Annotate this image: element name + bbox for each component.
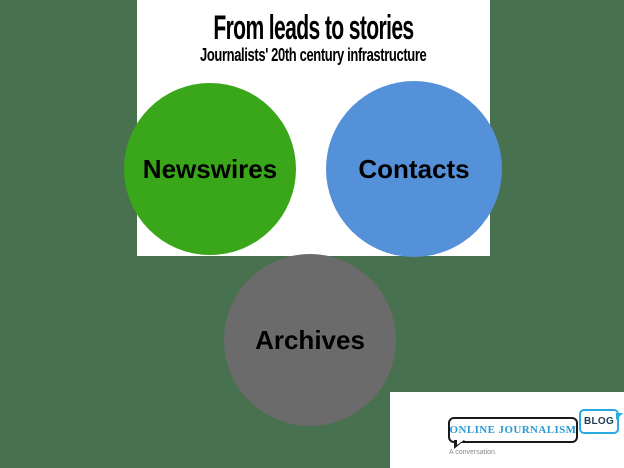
slide-header: From leads to stories Journalists' 20th … [137, 10, 490, 66]
slide-subtitle: Journalists' 20th century infrastructure [200, 45, 427, 65]
logo-panel: ONLINE JOURNALISM BLOG A conversation. [390, 392, 624, 468]
circle-archives: Archives [224, 254, 396, 426]
circle-newswires-label: Newswires [142, 153, 278, 184]
circle-newswires: Newswires [124, 83, 296, 255]
logo-bubble-tail-inner-icon [457, 440, 464, 445]
logo-blog-tail-icon [616, 413, 623, 420]
circle-contacts-label: Contacts [358, 153, 470, 184]
logo-blog-label: BLOG [583, 416, 615, 427]
logo-tagline: A conversation. [449, 449, 497, 456]
logo-speech-bubble: ONLINE JOURNALISM [448, 417, 578, 449]
circle-archives-label: Archives [255, 324, 365, 355]
logo-name: ONLINE JOURNALISM [449, 424, 577, 436]
logo-blog-badge: BLOG [579, 409, 623, 434]
slide-title: From leads to stories [213, 9, 414, 47]
circle-contacts: Contacts [326, 81, 502, 257]
